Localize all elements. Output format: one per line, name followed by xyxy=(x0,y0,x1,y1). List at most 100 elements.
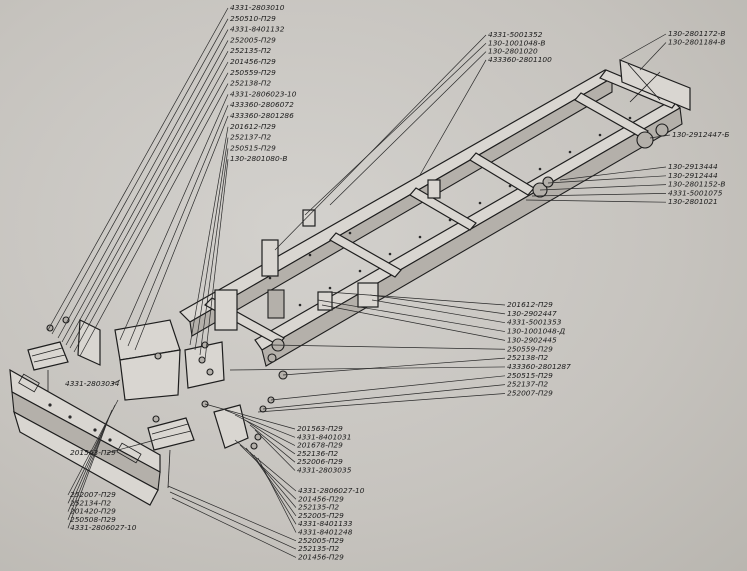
leader-line xyxy=(204,159,229,361)
leader-line xyxy=(106,439,156,454)
part-number-label: 252136-П2 xyxy=(297,449,338,458)
part-number-label: 252137-П2 xyxy=(507,380,548,389)
leader-line xyxy=(257,457,297,533)
part-number-label: 433360-2801100 xyxy=(488,55,552,64)
leader-line xyxy=(531,193,667,197)
part-number-label: 201420-П29 xyxy=(70,507,116,516)
part-number-label: 252135-П2 xyxy=(298,544,339,553)
part-number-label: 201456-П29 xyxy=(298,494,344,503)
leader-line xyxy=(254,429,296,471)
part-number-label: 252135-П2 xyxy=(298,503,339,512)
part-number-label: 130-2801184-В xyxy=(668,38,725,47)
leader-line xyxy=(525,199,667,203)
leader-line xyxy=(111,379,121,385)
leader-line xyxy=(57,29,229,339)
part-number-label: 130-2801021 xyxy=(668,197,718,206)
leader-line xyxy=(304,43,487,216)
leader-line xyxy=(244,419,296,455)
leader-line xyxy=(317,299,506,332)
part-number-label: 250559-П29 xyxy=(230,68,276,77)
leader-line xyxy=(270,375,506,401)
part-number-label: 4331-5001075 xyxy=(668,188,723,197)
part-number-label: 130-2801080-В xyxy=(230,154,287,163)
footstep-left xyxy=(27,341,69,392)
part-number-label: 433360-2801287 xyxy=(507,362,571,371)
part-number-label: 252137-П2 xyxy=(230,133,271,142)
leader-line xyxy=(65,51,229,346)
leader-line xyxy=(271,344,506,350)
leader-line xyxy=(327,291,506,306)
part-number-label: 130-2902445 xyxy=(507,335,557,344)
leader-line xyxy=(369,294,506,315)
part-number-label: 252005-П29 xyxy=(230,35,276,44)
part-number-label: 252007-П29 xyxy=(70,490,116,499)
leader-line xyxy=(419,59,487,176)
part-number-label: 252005-П29 xyxy=(298,511,344,520)
leader-line xyxy=(282,357,506,376)
leader-line xyxy=(127,105,229,347)
front-bumper xyxy=(9,368,161,506)
leader-line xyxy=(274,34,487,251)
leader-line xyxy=(199,148,229,356)
part-number-label: 250508-П29 xyxy=(70,515,116,524)
part-number-label: 252135-П2 xyxy=(230,46,271,55)
part-number-label: 130-1001048-Д xyxy=(507,327,565,336)
leader-line xyxy=(229,366,506,371)
leader-line xyxy=(61,40,229,343)
part-number-label: 252138-П2 xyxy=(230,79,271,88)
part-number-label: 433360-2801286 xyxy=(230,111,294,120)
part-number-label: 130-2902447 xyxy=(507,309,557,318)
leader-line xyxy=(249,424,296,463)
leader-line xyxy=(253,454,297,525)
leader-line xyxy=(119,94,229,341)
rear-frame-end xyxy=(532,59,691,198)
part-number-label: 201612-П29 xyxy=(230,122,276,131)
leader-line xyxy=(69,61,229,349)
part-number-label: 4331-8401031 xyxy=(297,432,351,441)
leader-line xyxy=(239,444,297,500)
leader-line xyxy=(47,7,229,331)
leader-line xyxy=(371,299,506,324)
leader-line xyxy=(171,497,297,558)
leader-line xyxy=(79,83,229,357)
part-number-label: 4331-2803034 xyxy=(65,379,120,388)
part-number-label: 201563-П29 xyxy=(297,424,343,433)
part-number-label: 4331-5001352 xyxy=(488,30,543,39)
leader-line xyxy=(67,419,109,529)
part-number-label: 201612-П29 xyxy=(507,300,553,309)
part-number-label: 130-1001048-В xyxy=(488,38,545,47)
leader-line xyxy=(547,175,667,184)
leader-line xyxy=(649,134,671,139)
part-number-label: 201456-П29 xyxy=(298,552,344,561)
leader-line xyxy=(189,126,229,346)
leader-line xyxy=(204,403,296,430)
leader-line xyxy=(639,42,667,71)
part-number-label: 4331-8401132 xyxy=(230,25,285,34)
leader-line xyxy=(329,51,487,206)
part-number-label: 4331-2806027-10 xyxy=(70,523,137,532)
leader-line xyxy=(51,18,229,335)
part-number-label: 250559-П29 xyxy=(507,344,553,353)
part-number-label: 252134-П2 xyxy=(70,498,111,507)
part-number-label: 250515-П29 xyxy=(230,143,276,152)
leader-line xyxy=(539,184,667,191)
leader-line xyxy=(167,485,297,542)
part-number-label: 130-2801172-В xyxy=(668,29,725,38)
leader-line xyxy=(134,115,229,351)
part-number-label: 250510-П29 xyxy=(230,14,276,23)
footstep-right xyxy=(147,417,195,489)
step-brackets xyxy=(77,319,249,449)
part-number-label: 130-2912444 xyxy=(668,171,718,180)
leader-line xyxy=(169,491,297,550)
leader-line xyxy=(67,414,111,521)
part-number-label: 252005-П29 xyxy=(298,536,344,545)
part-number-label: 130-2912447-Б xyxy=(672,130,729,139)
leader-line xyxy=(249,451,297,517)
part-number-label: 252007-П29 xyxy=(507,389,553,398)
part-number-label: 130-2801020 xyxy=(488,47,538,56)
part-number-label: 130-2801152-В xyxy=(668,180,725,189)
part-number-label: 4331-5001353 xyxy=(507,318,562,327)
leader-line xyxy=(224,409,296,438)
leader-line xyxy=(262,384,506,410)
